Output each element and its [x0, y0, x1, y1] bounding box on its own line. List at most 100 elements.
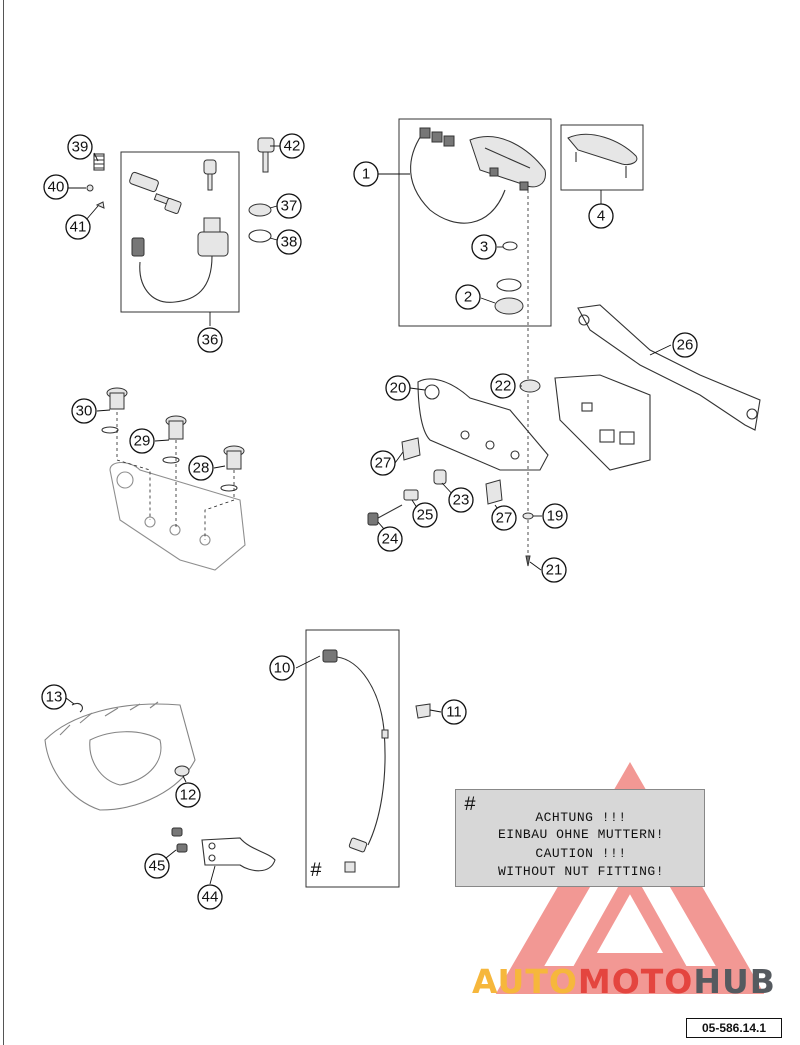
callout-36: 36	[197, 327, 223, 353]
callout-29: 29	[129, 428, 155, 454]
callout-39: 39	[67, 134, 93, 160]
support-bracket	[577, 304, 761, 431]
svg-text:26: 26	[677, 337, 694, 354]
callout-25: 25	[412, 502, 438, 528]
holder-screws	[171, 827, 188, 853]
key-part	[257, 137, 275, 173]
svg-text:42: 42	[284, 138, 301, 155]
callout-23: 23	[448, 487, 474, 513]
ignition-lock-group-box	[120, 151, 240, 313]
watermark-logo: AUTOMOTOHUB	[472, 962, 776, 1001]
callout-1: 1	[353, 161, 379, 187]
small-ball	[86, 184, 94, 192]
callout-19: 19	[542, 503, 568, 529]
callout-27-right: 27	[491, 505, 517, 531]
callout-40: 40	[43, 174, 69, 200]
watermark-part-moto: MOTO	[577, 962, 694, 1001]
callout-45: 45	[144, 853, 170, 879]
callout-22: 22	[490, 373, 516, 399]
bolt	[367, 504, 403, 526]
watermark-part-hub: HUB	[693, 962, 776, 1001]
retaining-ring	[71, 702, 83, 713]
svg-text:19: 19	[547, 508, 564, 525]
nut-ring	[248, 203, 272, 217]
svg-text:30: 30	[76, 403, 93, 420]
callout-44: 44	[197, 884, 223, 910]
bushing	[433, 469, 447, 485]
watermark-part-auto: AUTO	[472, 962, 578, 1001]
callout-11: 11	[441, 699, 467, 725]
nut-22	[519, 379, 541, 393]
seal-ring	[248, 229, 272, 243]
svg-text:40: 40	[48, 179, 65, 196]
svg-text:12: 12	[180, 787, 197, 804]
warning-line-1: ACHTUNG !!!	[535, 810, 627, 825]
warning-line-2: EINBAU OHNE MUTTERN!	[497, 827, 665, 842]
callout-20: 20	[385, 375, 411, 401]
svg-text:13: 13	[46, 689, 63, 706]
svg-text:27: 27	[496, 510, 513, 527]
rubber-mount	[494, 278, 524, 315]
svg-text:25: 25	[417, 507, 434, 524]
number-plate	[554, 374, 651, 471]
rubber-buffer-upper	[401, 437, 421, 461]
sensor-holder	[201, 837, 276, 872]
callout-30: 30	[71, 398, 97, 424]
disc-nut	[174, 765, 190, 777]
svg-text:27: 27	[375, 455, 392, 472]
sensor-group-box	[305, 629, 400, 888]
svg-text:37: 37	[281, 198, 298, 215]
svg-text:21: 21	[546, 562, 563, 579]
svg-text:10: 10	[274, 660, 291, 677]
spring	[93, 153, 105, 171]
callout-37: 37	[276, 193, 302, 219]
washer	[522, 512, 534, 520]
svg-text:36: 36	[202, 332, 219, 349]
callout-2: 2	[455, 284, 481, 310]
mount-plate-faint	[109, 461, 246, 571]
small-pin	[95, 201, 105, 209]
callout-4: 4	[588, 203, 614, 229]
svg-text:39: 39	[72, 139, 89, 156]
svg-text:1: 1	[362, 166, 370, 183]
warning-box: # ACHTUNG !!! EINBAU OHNE MUTTERN! CAUTI…	[455, 789, 705, 887]
speed-sensor-cable	[322, 649, 389, 873]
speedometer	[469, 136, 546, 191]
callout-12: 12	[175, 782, 201, 808]
instrument-group-box	[398, 118, 552, 327]
rubber-ring	[502, 241, 518, 251]
callout-3: 3	[471, 234, 497, 260]
key-inside	[203, 159, 217, 191]
svg-text:22: 22	[495, 378, 512, 395]
svg-text:4: 4	[597, 208, 605, 225]
svg-text:3: 3	[480, 239, 488, 256]
instrument-cable	[410, 127, 506, 224]
cover-group-box	[560, 124, 644, 191]
callout-10: 10	[269, 655, 295, 681]
callout-41: 41	[65, 214, 91, 240]
warning-line-4: WITHOUT NUT FITTING!	[497, 864, 665, 879]
cable-clip	[415, 703, 431, 719]
callout-38: 38	[276, 229, 302, 255]
svg-text:28: 28	[193, 460, 210, 477]
warning-line-3: CAUTION !!!	[535, 846, 627, 861]
brake-disc-faint	[44, 701, 196, 811]
callout-27-left: 27	[370, 450, 396, 476]
svg-text:29: 29	[134, 433, 151, 450]
svg-text:24: 24	[382, 531, 399, 548]
page-border-line	[3, 0, 4, 1045]
svg-text:45: 45	[149, 858, 166, 875]
callout-21: 21	[541, 557, 567, 583]
svg-text:38: 38	[281, 234, 298, 251]
svg-text:2: 2	[464, 289, 472, 306]
pin-30	[101, 387, 128, 434]
svg-text:41: 41	[70, 219, 87, 236]
pin-28	[220, 445, 245, 492]
svg-text:11: 11	[446, 704, 462, 721]
screw	[525, 555, 531, 567]
sensor-note-hash: #	[310, 860, 323, 883]
callout-24: 24	[377, 526, 403, 552]
pin-29	[162, 415, 187, 464]
ignition-switch	[131, 217, 229, 303]
